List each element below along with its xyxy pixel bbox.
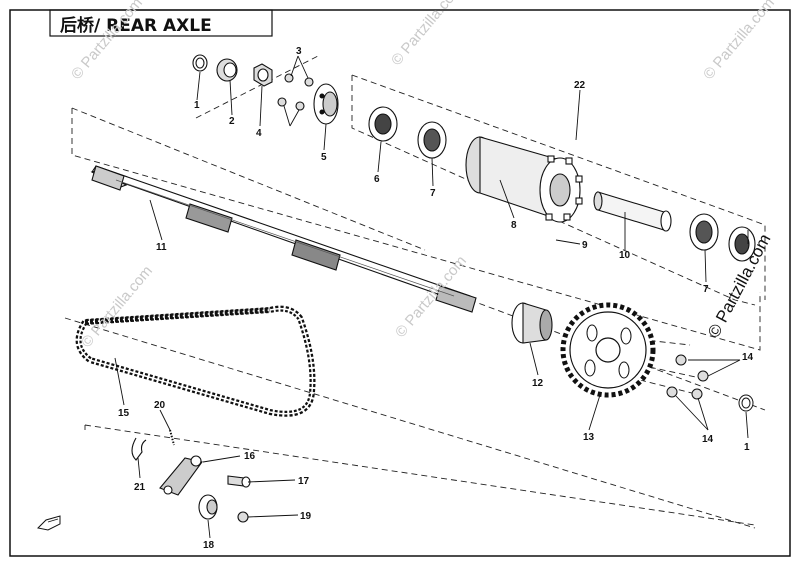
- part-label-20: 20: [154, 400, 166, 411]
- sprocket: [560, 302, 656, 398]
- title-box: [49, 9, 273, 37]
- spacer-tube: [593, 191, 672, 232]
- part-label-14b: 14: [702, 434, 714, 445]
- part-label-19: 19: [300, 511, 312, 522]
- tensioner-parts: [131, 429, 251, 523]
- bearing-housing: [465, 136, 583, 223]
- part-label-11: 11: [156, 242, 167, 253]
- part-label-14a: 14: [742, 352, 754, 363]
- part-label-7b: 7: [703, 284, 709, 295]
- hub-flange: [313, 83, 339, 125]
- part-label-8: 8: [511, 220, 517, 231]
- leader-lines: [114, 55, 749, 539]
- part-label-1: 1: [194, 100, 200, 111]
- page-title: 后桥/ REAR AXLE: [60, 16, 212, 36]
- part-label-10: 10: [619, 250, 631, 261]
- part-label-12: 12: [532, 378, 544, 389]
- part-label-1b: 1: [744, 442, 750, 453]
- part-label-3: 3: [296, 46, 302, 57]
- part-labels: 1 2 3 4 5 6 7 8 9 10 11 12 13 14 14 15 1…: [118, 46, 754, 551]
- nuts-washers: [192, 54, 314, 111]
- part-label-5: 5: [321, 152, 327, 163]
- sprocket-carrier: [511, 302, 553, 344]
- part-label-4: 4: [256, 128, 262, 139]
- part-label-16: 16: [244, 451, 256, 462]
- front-arrow-icon: [36, 515, 61, 531]
- part-label-18: 18: [203, 540, 215, 551]
- dashed-guides: [64, 54, 766, 529]
- part-label-17: 17: [298, 476, 310, 487]
- part-label-13: 13: [583, 432, 595, 443]
- bearings: [368, 106, 756, 262]
- part-label-15: 15: [118, 408, 130, 419]
- axle-shaft: [90, 165, 477, 313]
- part-label-2: 2: [229, 116, 235, 127]
- part-label-21: 21: [134, 482, 146, 493]
- part-label-9: 9: [582, 240, 588, 251]
- frame: [9, 9, 791, 557]
- drive-chain: [75, 305, 316, 417]
- part-label-6: 6: [374, 174, 380, 185]
- part-label-22: 22: [574, 80, 586, 91]
- sprocket-bolts: [666, 354, 754, 412]
- part-label-7: 7: [430, 188, 436, 199]
